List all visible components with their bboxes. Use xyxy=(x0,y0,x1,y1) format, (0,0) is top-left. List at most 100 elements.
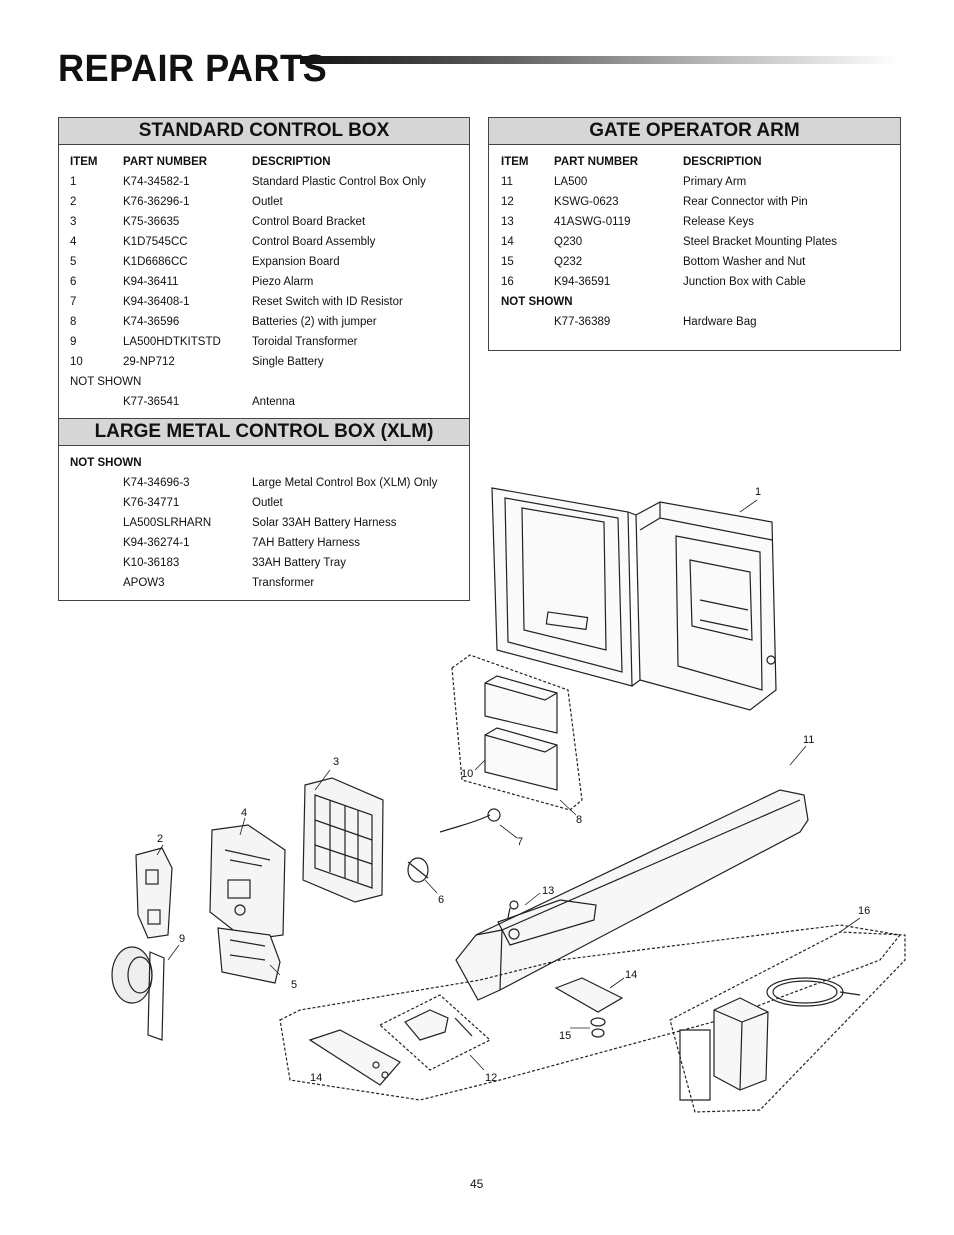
part-description: Expansion Board xyxy=(252,256,340,268)
gate-arm-heading: GATE OPERATOR ARM xyxy=(489,118,900,145)
callout-9: 9 xyxy=(179,933,185,945)
part-number: 41ASWG-0119 xyxy=(554,216,631,228)
callout-15: 15 xyxy=(559,1030,571,1042)
part-description: Batteries (2) with jumper xyxy=(252,316,377,328)
part-number: K75-36635 xyxy=(123,216,180,228)
part-number: K74-34582-1 xyxy=(123,176,190,188)
part-description: Control Board Bracket xyxy=(252,216,366,228)
col-item-header: ITEM xyxy=(70,156,98,168)
washer-nut-drawing xyxy=(590,1017,606,1038)
col-desc-header: DESCRIPTION xyxy=(252,156,331,168)
part-description: Release Keys xyxy=(683,216,754,228)
part-number: K10-36183 xyxy=(123,557,180,569)
standard-control-box-table: STANDARD CONTROL BOX ITEM PART NUMBER DE… xyxy=(58,117,470,419)
part-description: Transformer xyxy=(252,577,315,589)
part-description: Control Board Assembly xyxy=(252,236,376,248)
part-number: 29-NP712 xyxy=(123,356,175,368)
part-number: K76-36296-1 xyxy=(123,196,190,208)
part-number: K94-36274-1 xyxy=(123,537,190,549)
part-description: Reset Switch with ID Resistor xyxy=(252,296,403,308)
item-number: 3 xyxy=(70,216,77,228)
callout-16: 16 xyxy=(858,905,870,917)
callout-14-upper: 14 xyxy=(625,969,637,981)
toroidal-transformer-drawing xyxy=(111,946,165,1041)
piezo-alarm-drawing xyxy=(407,857,429,883)
item-number: 4 xyxy=(70,236,77,248)
part-number: KSWG-0623 xyxy=(554,196,619,208)
part-number: LA500 xyxy=(554,176,588,188)
mounting-plate-drawing-lower xyxy=(308,1029,401,1086)
part-description: Antenna xyxy=(252,396,295,408)
part-description: Outlet xyxy=(252,497,283,509)
primary-arm-drawing xyxy=(279,789,902,1101)
gate-operator-arm-table: GATE OPERATOR ARM ITEM PART NUMBER DESCR… xyxy=(488,117,901,351)
part-number: Q232 xyxy=(554,256,583,268)
callout-10: 10 xyxy=(461,768,473,780)
callout-6: 6 xyxy=(438,894,444,906)
large-box-heading: LARGE METAL CONTROL BOX (XLM) xyxy=(59,419,469,446)
item-number: 15 xyxy=(501,256,514,268)
callout-8: 8 xyxy=(576,814,582,826)
large-metal-box-table: LARGE METAL CONTROL BOX (XLM) NOT SHOWN … xyxy=(58,418,470,601)
part-number: K74-36596 xyxy=(123,316,180,328)
callout-5: 5 xyxy=(291,979,297,991)
item-number: 8 xyxy=(70,316,77,328)
part-number: APOW3 xyxy=(123,577,165,589)
part-number: Q230 xyxy=(554,236,583,248)
part-description: Hardware Bag xyxy=(683,316,757,328)
part-number: K1D6686CC xyxy=(123,256,188,268)
part-description: Outlet xyxy=(252,196,283,208)
part-number: K94-36591 xyxy=(554,276,611,288)
part-number: LA500SLRHARN xyxy=(123,517,212,529)
part-number: K77-36389 xyxy=(554,316,611,328)
part-number: K76-34771 xyxy=(123,497,180,509)
part-description: Single Battery xyxy=(252,356,324,368)
control-board-drawing xyxy=(209,824,286,941)
part-number: K77-36541 xyxy=(123,396,180,408)
standard-box-heading: STANDARD CONTROL BOX xyxy=(59,118,469,145)
callout-7: 7 xyxy=(517,836,523,848)
part-description: Standard Plastic Control Box Only xyxy=(252,176,426,188)
part-number: LA500HDTKITSTD xyxy=(123,336,221,348)
part-description: Toroidal Transformer xyxy=(252,336,358,348)
item-number: 13 xyxy=(501,216,514,228)
callout-14-lower: 14 xyxy=(310,1072,322,1084)
batteries-drawing xyxy=(451,654,583,811)
col-item-header: ITEM xyxy=(501,156,529,168)
callout-labels: 1 2 3 4 5 6 7 8 9 10 11 12 13 14 14 15 1… xyxy=(157,486,870,1084)
callout-4: 4 xyxy=(241,807,247,819)
title-rule xyxy=(300,56,900,64)
part-description: Rear Connector with Pin xyxy=(683,196,808,208)
item-number: 12 xyxy=(501,196,514,208)
callout-3: 3 xyxy=(333,756,339,768)
callout-2: 2 xyxy=(157,833,163,845)
reset-switch-drawing xyxy=(439,808,501,833)
callout-12: 12 xyxy=(485,1072,497,1084)
outlet-drawing xyxy=(135,847,173,939)
part-number: K74-34696-3 xyxy=(123,477,190,489)
page-number: 45 xyxy=(470,1177,484,1191)
callout-leaders xyxy=(156,499,861,1071)
col-desc-header: DESCRIPTION xyxy=(683,156,762,168)
item-number: 1 xyxy=(70,176,77,188)
part-description: Primary Arm xyxy=(683,176,747,188)
part-description: Large Metal Control Box (XLM) Only xyxy=(252,477,438,489)
callout-11: 11 xyxy=(803,734,814,746)
part-description: Bottom Washer and Nut xyxy=(683,256,806,268)
item-number: 2 xyxy=(70,196,77,208)
item-number: 9 xyxy=(70,336,77,348)
part-number: K94-36411 xyxy=(123,276,179,288)
callout-1: 1 xyxy=(755,486,761,498)
item-number: 16 xyxy=(501,276,514,288)
part-description: Junction Box with Cable xyxy=(683,276,806,288)
expansion-board-drawing xyxy=(217,927,281,984)
junction-box-drawing xyxy=(669,931,906,1113)
release-keys-drawing xyxy=(507,900,519,919)
item-number: 7 xyxy=(70,296,77,308)
item-number: 6 xyxy=(70,276,77,288)
part-number: K94-36408-1 xyxy=(123,296,190,308)
part-description: Steel Bracket Mounting Plates xyxy=(683,236,838,248)
control-box-drawing xyxy=(491,487,777,711)
item-number: 14 xyxy=(501,236,514,248)
